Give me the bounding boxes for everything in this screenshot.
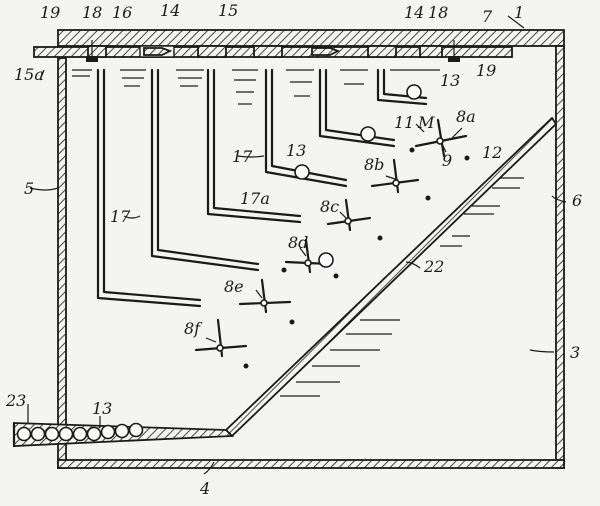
guide-channels [96,68,428,308]
diverter-pivots [216,137,444,352]
label-14-left: 14 [160,1,180,20]
label-13-bottom: 13 [92,399,112,418]
left-wall [57,57,67,469]
label-11: 11 [394,113,414,132]
label-1: 1 [514,3,524,22]
top-plate [57,29,565,47]
screws [86,40,460,62]
label-8d: 8d [288,233,308,252]
label-17-mid: 17 [232,147,253,166]
label-16: 16 [112,3,132,22]
balls [16,84,422,442]
label-19-left: 19 [40,3,60,22]
shading [72,69,524,397]
label-18-right: 18 [428,3,448,22]
label-15: 15 [218,1,238,20]
label-3: 3 [570,343,580,362]
label-13-mid: 13 [286,141,306,160]
label-12: 12 [482,143,502,162]
label-17a: 17a [240,189,270,208]
label-22: 22 [423,257,444,276]
label-8b: 8b [364,155,384,174]
label-8a: 8a [456,107,476,126]
label-4: 4 [199,479,210,498]
reference-labels: 1 3 4 5 6 7 8a 8b 8c 8d 8e 8f 9 11 12 M … [5,1,582,498]
label-8f: 8f [184,319,203,338]
label-18-left: 18 [82,3,102,22]
slide-blocks [87,45,443,58]
label-19-right: 19 [476,61,496,80]
leader-lines [27,15,567,475]
label-9: 9 [442,151,452,170]
label-23: 23 [5,391,26,410]
right-wall [555,45,565,469]
label-8e: 8e [224,277,244,296]
label-17-left: 17 [110,207,131,226]
bottom-wall [57,459,565,469]
label-5: 5 [24,179,34,198]
label-6: 6 [572,191,582,210]
label-7: 7 [482,7,493,26]
label-8c: 8c [320,197,339,216]
label-M: M [417,113,435,132]
ball-trail [243,147,470,369]
label-14-right: 14 [404,3,424,22]
label-13-top: 13 [440,71,460,90]
label-15a: 15a [14,65,44,84]
